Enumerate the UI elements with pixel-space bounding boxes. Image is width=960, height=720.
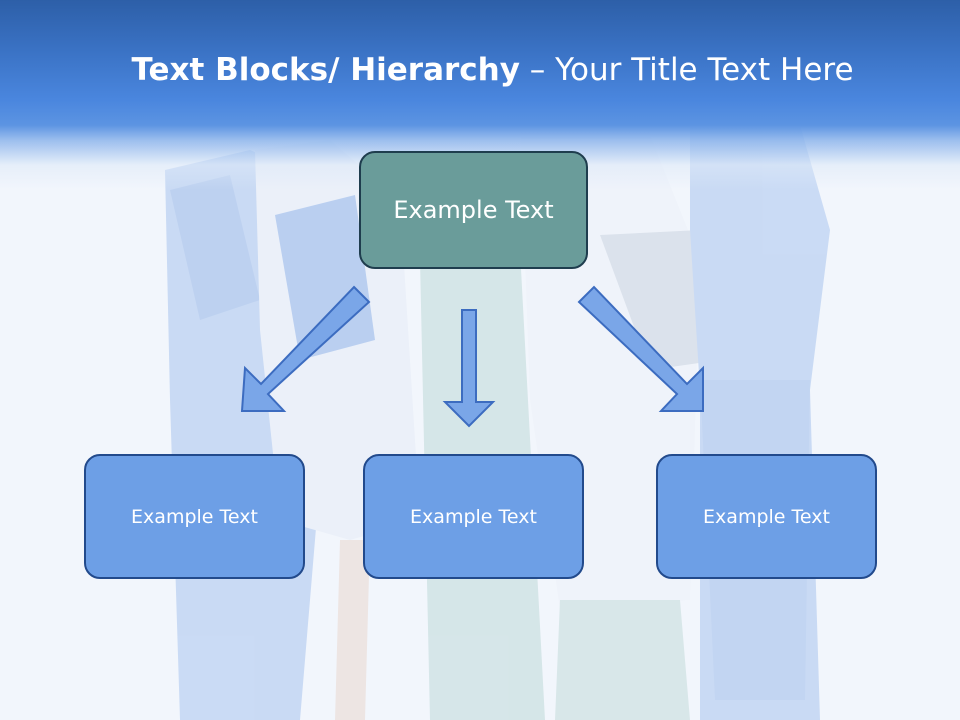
title-bold-part: Text Blocks/ Hierarchy	[131, 52, 520, 88]
slide-title: Text Blocks/ Hierarchy – Your Title Text…	[0, 52, 960, 88]
title-regular-part: – Your Title Text Here	[519, 52, 854, 88]
arrow-left	[240, 285, 371, 412]
top-text-block: Example Text	[359, 151, 588, 269]
arrow-center	[442, 309, 496, 428]
child-text-block-right: Example Text	[656, 454, 877, 579]
arrow-right	[577, 285, 704, 412]
child-text-block-left: Example Text	[84, 454, 305, 579]
child-text-block-center: Example Text	[363, 454, 584, 579]
